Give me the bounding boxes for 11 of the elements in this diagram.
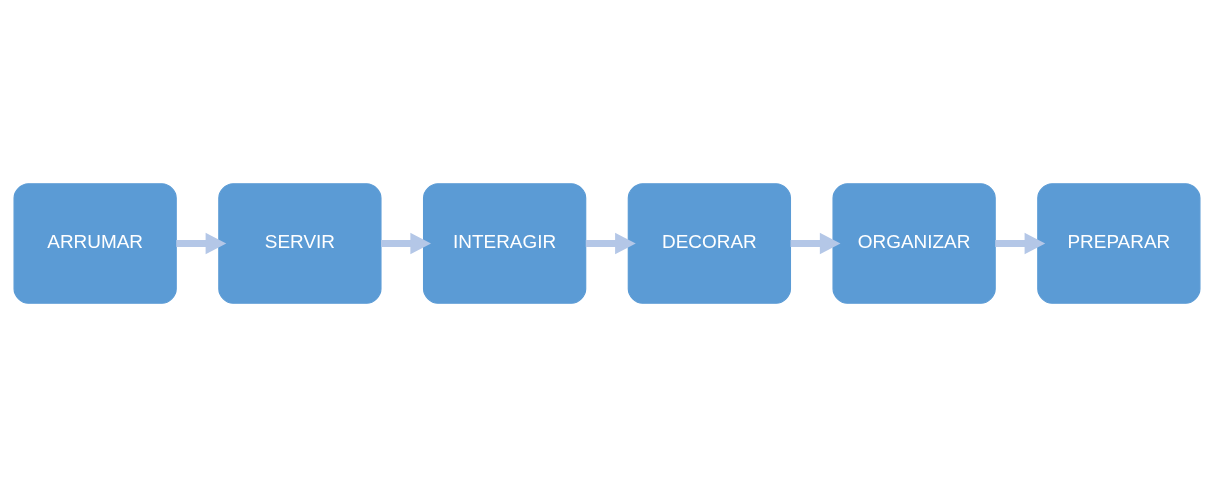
arrow [381, 232, 431, 254]
arrow [995, 232, 1046, 254]
arrow [176, 232, 227, 254]
node-box: ORGANIZAR [832, 182, 996, 304]
node-box: PREPARAR [1037, 182, 1201, 304]
node-box: DECORAR [627, 182, 792, 304]
node-box: SERVIR [218, 182, 382, 304]
arrow [585, 232, 636, 254]
arrow [790, 232, 841, 254]
node-box: ARRUMAR [13, 182, 177, 304]
node-box: INTERAGIR [422, 182, 587, 304]
